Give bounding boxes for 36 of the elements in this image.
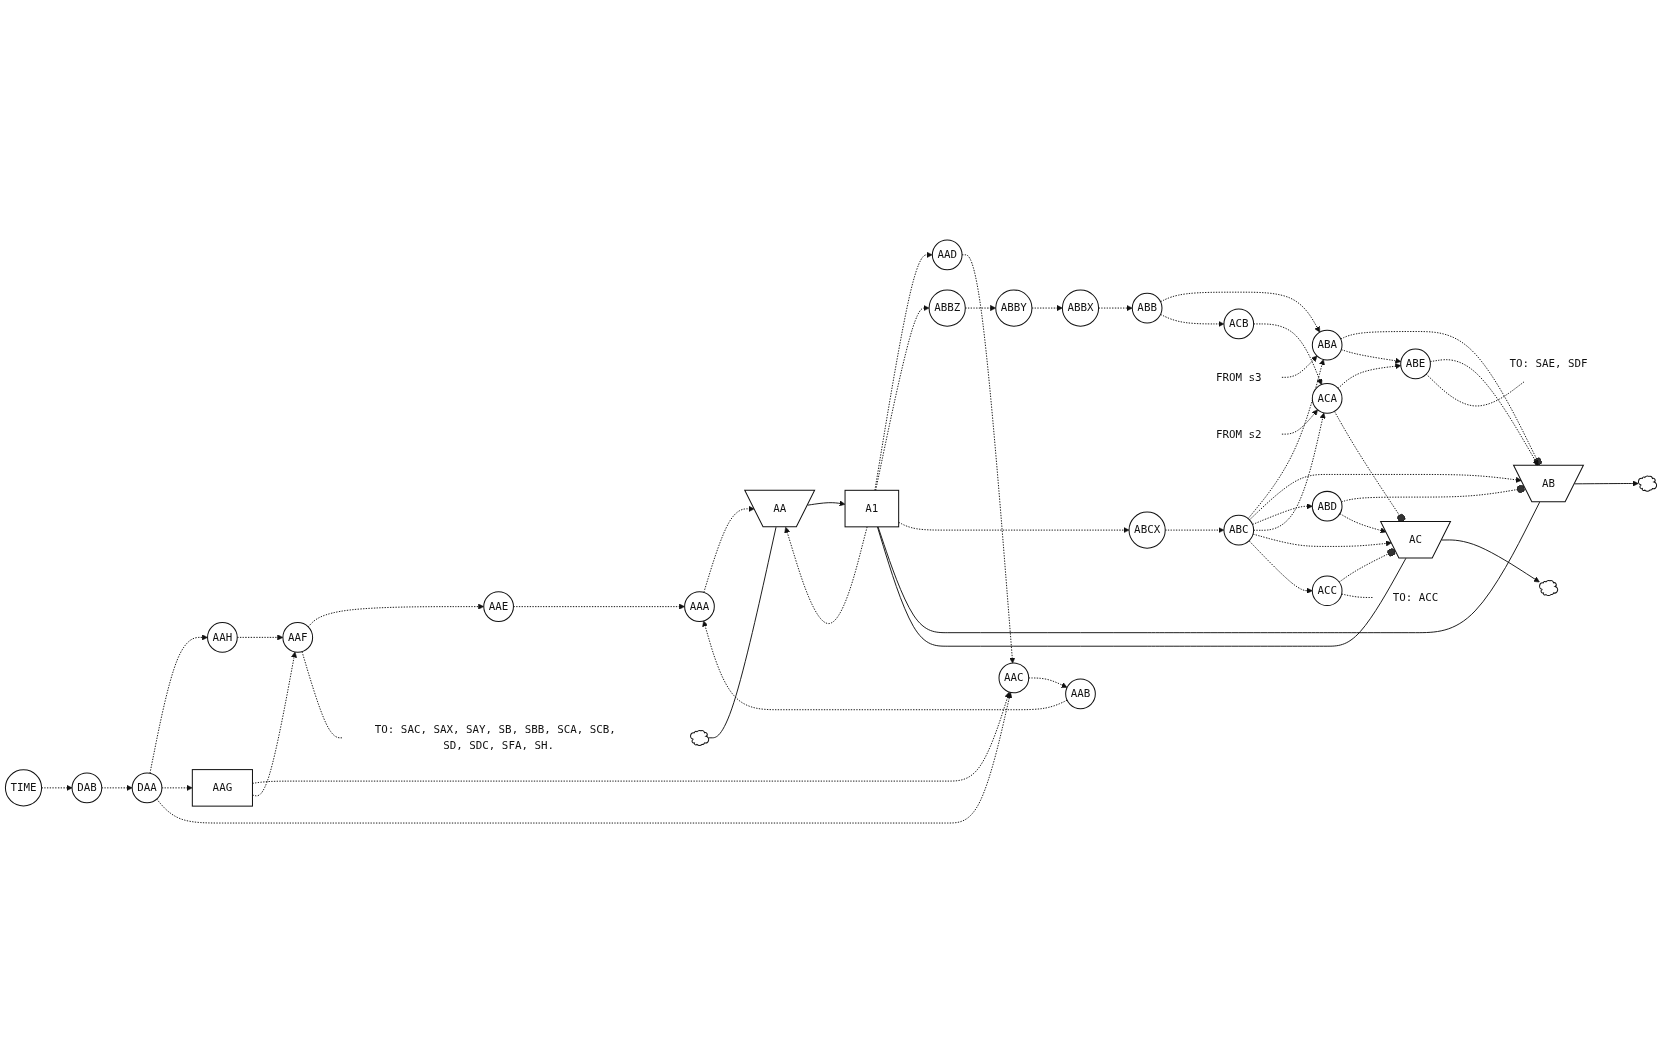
node-circle: DAA (131, 772, 163, 804)
node-cloud (1637, 475, 1658, 492)
node-circle: ABBZ (928, 289, 966, 327)
node-circle: ACA (1311, 383, 1343, 414)
node-text: FROM s2 (1215, 427, 1262, 441)
node-circle: AAD (931, 239, 963, 271)
node-circle: ACC (1311, 575, 1343, 607)
node-circle: ABCX (1128, 511, 1166, 549)
node-circle: ABBX (1061, 289, 1100, 327)
connector (1341, 593, 1373, 598)
node-circle: ACB (1223, 308, 1255, 340)
node-circle: ABB (1131, 292, 1163, 324)
node-text: FROM s3 (1215, 370, 1262, 384)
node-box: A1 (844, 489, 900, 528)
node-circle: AAB (1065, 678, 1096, 710)
node-cloud (1539, 580, 1559, 597)
connector (708, 526, 777, 739)
node-circle: AAC (998, 662, 1030, 694)
node-circle: ABC (1223, 514, 1255, 546)
node-circle: AAH (207, 622, 238, 653)
connector (301, 651, 344, 739)
node-box: AAG (191, 769, 253, 807)
node-circle: AAA (684, 591, 715, 622)
node-text: TO: SAE, SDF (1509, 356, 1588, 370)
node-circle: TIME (4, 769, 43, 807)
node-circle: ABBY (995, 289, 1033, 327)
node-circle: ABD (1311, 490, 1343, 522)
connector (1425, 373, 1525, 407)
node-circle: ABE (1400, 348, 1431, 380)
node-text: TO: ACC (1392, 590, 1439, 604)
node-circle: AAF (282, 622, 314, 653)
node-circle: AAE (483, 591, 514, 622)
node-circle: ABA (1311, 329, 1343, 361)
node-circle: DAB (71, 772, 103, 804)
node-text: TO: SAC, SAX, SAY, SB, SBB, SCA, SCB, SD, SDC, SFA, SH. (374, 722, 616, 753)
node-cloud (690, 729, 710, 746)
